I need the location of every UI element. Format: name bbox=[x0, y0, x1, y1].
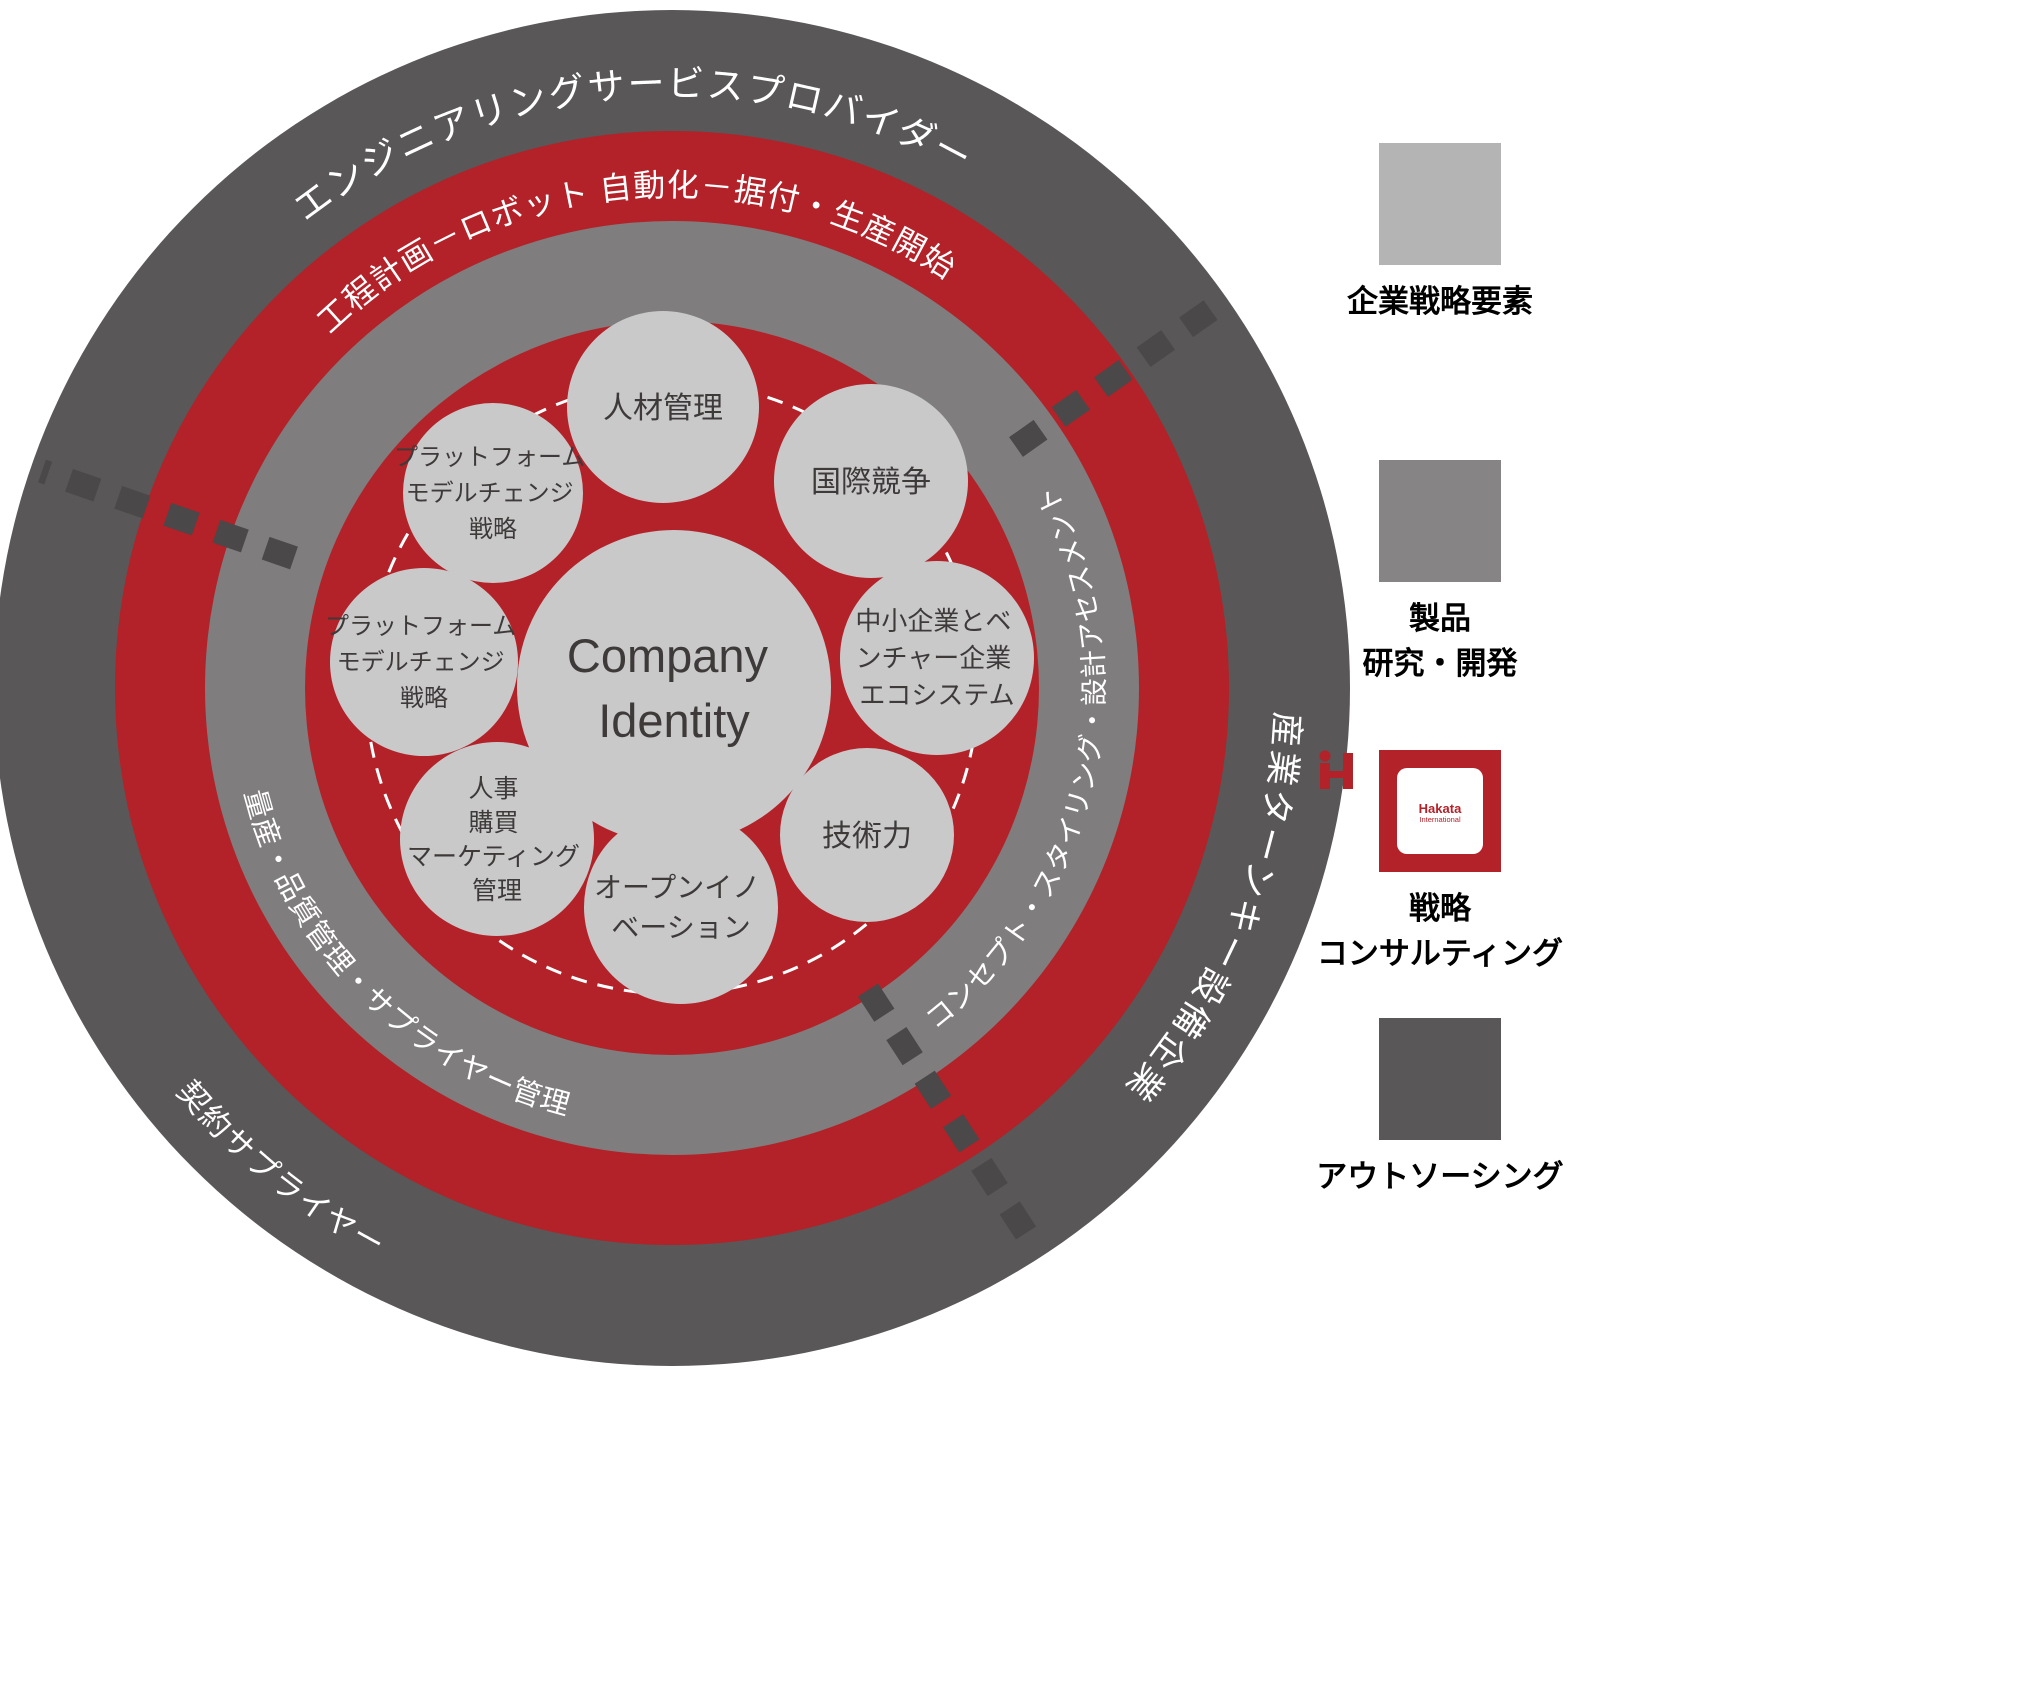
node-label-talent-management: 人材管理 bbox=[603, 392, 723, 425]
logo-sub-text: International bbox=[1419, 814, 1461, 824]
node-label-sme-venture-ecosystem: 中小企業とベ ンチャー企業 エコシステム bbox=[855, 606, 1018, 710]
hakata-international-logo: Hakata International bbox=[1319, 750, 1483, 854]
node-global-competition bbox=[774, 384, 968, 578]
legend-swatch-light-gray bbox=[1379, 143, 1501, 265]
legend-item-outsourcing: アウトソーシング bbox=[1316, 1018, 1564, 1199]
sector-divider-upper-left-dashed-line bbox=[38, 459, 298, 570]
center-node-label: Company Identity bbox=[567, 629, 781, 747]
node-label-hr-procurement-marketing: 人事 購買 マーケティング 管理 bbox=[407, 775, 587, 905]
node-platform-model-change-upper-left bbox=[403, 403, 583, 583]
node-technology-capability bbox=[780, 748, 954, 922]
legend-swatch-dark-gray bbox=[1379, 1018, 1501, 1140]
node-platform-model-change-left bbox=[330, 568, 518, 756]
legend-label-outsourcing: アウトソーシング bbox=[1316, 1159, 1564, 1194]
legend-label-strategy-consulting: 戦略 コンサルティング bbox=[1316, 891, 1564, 971]
node-open-innovation bbox=[584, 810, 778, 1004]
center-node-circle bbox=[517, 530, 831, 844]
legend-label-corporate-strategy-elements: 企業戦略要素 bbox=[1347, 284, 1533, 319]
legend-swatch-mid-gray bbox=[1379, 460, 1501, 582]
node-label-technology-capability: 技術力 bbox=[822, 820, 912, 853]
node-sme-venture-ecosystem bbox=[840, 561, 1034, 755]
node-label-platform-model-change-upper-left: プラットフォーム モデルチェンジ 戦略 bbox=[394, 444, 592, 543]
sector-divider-upper-right-dashed-line bbox=[1009, 292, 1229, 457]
node-hr-procurement-marketing bbox=[400, 742, 594, 936]
legend-swatch-red: Hakata International bbox=[1319, 750, 1501, 872]
node-label-global-competition: 国際競争 bbox=[811, 466, 931, 499]
center-node bbox=[517, 530, 831, 844]
legend-item-corporate-strategy-elements: 企業戦略要素 bbox=[1316, 143, 1564, 324]
hakata-h-person-icon bbox=[1319, 750, 1353, 789]
legend-label-product-rnd: 製品 研究・開発 bbox=[1362, 601, 1518, 681]
node-talent-management bbox=[567, 311, 759, 503]
sector-dividers bbox=[38, 292, 1229, 1240]
satellite-nodes bbox=[330, 311, 1034, 1004]
node-labels: 人材管理 国際競争 中小企業とベ ンチャー企業 エコシステム 技術力 オープンイ… bbox=[325, 392, 1018, 943]
node-label-platform-model-change-left: プラットフォーム モデルチェンジ 戦略 bbox=[325, 613, 523, 712]
legend-item-strategy-consulting: Hakata International 戦略 コンサルティング bbox=[1316, 750, 1564, 976]
node-label-open-innovation: オープンイノ ベーション bbox=[594, 872, 768, 943]
logo-name-text: Hakata bbox=[1418, 800, 1462, 816]
legend-item-product-rnd: 製品 研究・開発 bbox=[1316, 460, 1564, 686]
